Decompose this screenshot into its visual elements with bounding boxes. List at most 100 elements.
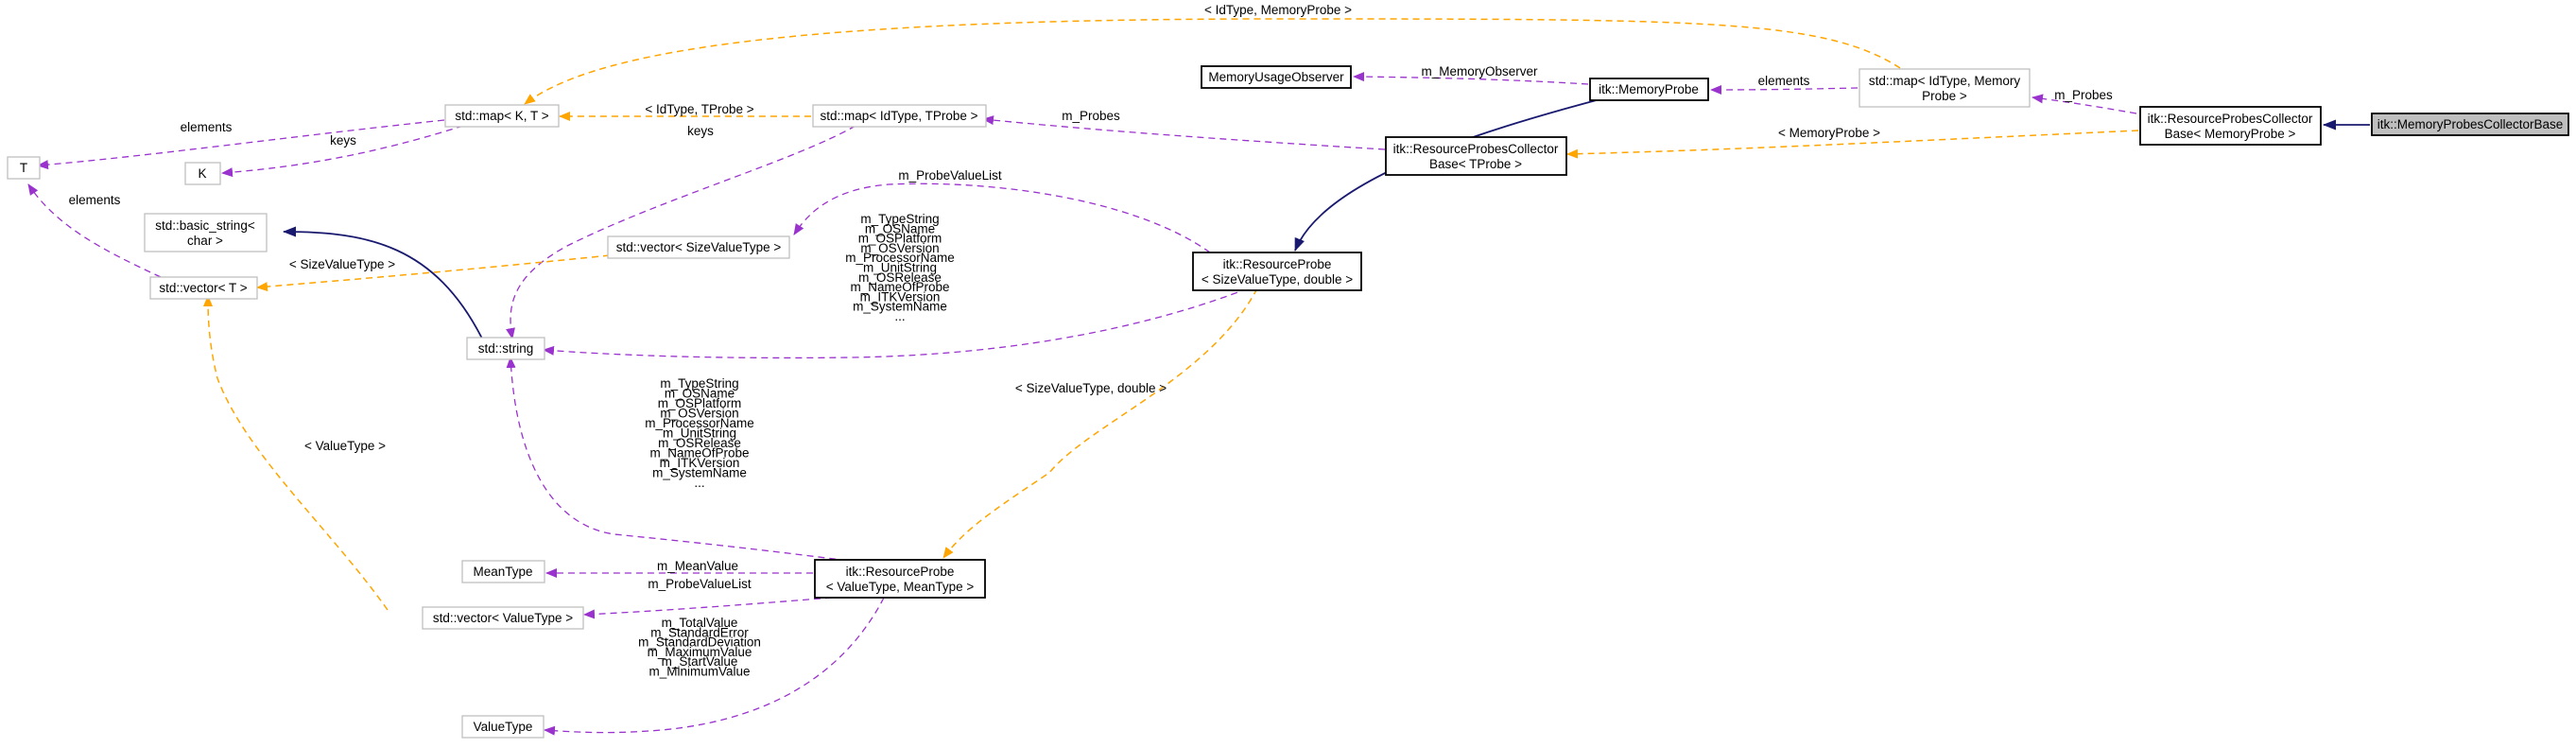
node-std-basic-string[interactable]: std::basic_string< char > <box>144 213 268 252</box>
label-elements-vector-to-T: elements <box>69 193 121 207</box>
edge-memory-observer <box>1353 72 1589 85</box>
edge-m-probes-top <box>2031 94 2137 114</box>
label-rp-size-strings-line: m_SystemName <box>853 300 947 314</box>
node-itk-RPC-MemoryProbe-label-2: Base< MemoryProbe > <box>2165 127 2296 141</box>
edge-keys-map-to-string <box>506 125 856 339</box>
node-itk-RP-SizeValueType-label-2: < SizeValueType, double > <box>1202 272 1353 287</box>
label-rp-value-strings-line: m_ITKVersion <box>660 456 740 470</box>
node-std-map-K-T-label: std::map< K, T > <box>455 109 548 123</box>
label-sizevaluetype-template: < SizeValueType > <box>289 257 395 271</box>
node-itk-ResourceProbe-ValueType-MeanType[interactable]: itk::ResourceProbe < ValueType, MeanType… <box>814 559 986 599</box>
label-rp-size-strings-line: m_UnitString <box>863 261 937 275</box>
label-rp-value-strings-line: m_OSVersion <box>660 407 738 421</box>
edge-inherit-string <box>283 226 483 339</box>
label-rp-size-strings-line: m_ProcessorName <box>845 251 955 265</box>
node-itk-RPC-TProbe-label-2: Base< TProbe > <box>1429 157 1522 171</box>
edge-elements-map-to-memoryprobe <box>1710 84 1859 95</box>
label-rp-value-strings-line: m_ProcessorName <box>645 416 754 430</box>
node-std-map-IdType-MemoryProbe-label-2: Probe > <box>1922 89 1967 103</box>
node-std-vector-SizeValueType[interactable]: std::vector< SizeValueType > <box>607 235 790 259</box>
label-idtype-memoryprobe: < IdType, MemoryProbe > <box>1204 3 1352 17</box>
label-rp-value-strings-line: m_TypeString <box>660 376 738 391</box>
label-rp-value-members: m_TotalValuem_StandardErrorm_StandardDev… <box>638 616 761 679</box>
label-rp-size-strings-line: m_OSName <box>865 221 935 235</box>
label-rp-size-strings-line: m_OSRelease <box>858 270 942 285</box>
label-rp-value-strings-line: ... <box>694 476 704 490</box>
label-valuetype-template: < ValueType > <box>304 439 386 453</box>
edge-labels: < IdType, MemoryProbe > elements keys < … <box>69 3 2113 679</box>
node-MeanType-label: MeanType <box>473 565 532 579</box>
label-rp-value-strings-line: m_SystemName <box>652 466 747 480</box>
label-m-probes-top: m_Probes <box>2054 88 2113 102</box>
node-std-map-IdType-MemoryProbe[interactable]: std::map< IdType, Memory Probe > <box>1859 68 2031 108</box>
node-std-vector-ValueType-label: std::vector< ValueType > <box>433 611 573 625</box>
edges <box>27 18 2370 736</box>
edge-rp-size-strings <box>543 287 1249 359</box>
label-rp-value-members-line: m_MaximumValue <box>648 645 752 659</box>
node-itk-ResourceProbesCollectorBase-MemoryProbe[interactable]: itk::ResourceProbesCollector Base< Memor… <box>2139 106 2322 146</box>
edge-template-sizevaluetype <box>256 254 611 292</box>
label-sizevaluetype-double: < SizeValueType, double > <box>1015 381 1167 395</box>
node-itk-ResourceProbesCollectorBase-TProbe[interactable]: itk::ResourceProbesCollector Base< TProb… <box>1385 136 1567 176</box>
node-K[interactable]: K <box>184 162 221 185</box>
label-rp-value-strings-line: m_OSPlatform <box>658 396 742 410</box>
label-rp-size-strings-line: m_OSPlatform <box>858 232 942 246</box>
label-rp-value-strings-line: m_UnitString <box>663 426 736 441</box>
edge-rp-value-members <box>544 597 885 736</box>
edge-template-sizevaluetype-double <box>942 287 1258 559</box>
node-std-string[interactable]: std::string <box>466 337 545 360</box>
label-m-meanvalue: m_MeanValue <box>657 559 738 573</box>
node-ValueType[interactable]: ValueType <box>461 715 545 739</box>
label-rp-value-members-line: m_StartValue <box>662 654 738 669</box>
node-itk-ResourceProbe-SizeValueType-double[interactable]: itk::ResourceProbe < SizeValueType, doub… <box>1192 252 1362 291</box>
node-std-vector-T[interactable]: std::vector< T > <box>149 276 258 300</box>
label-elements-map-to-memoryprobe: elements <box>1758 74 1810 88</box>
node-itk-MemoryProbe-label: itk::MemoryProbe <box>1599 82 1699 96</box>
label-rp-size-strings-line: m_TypeString <box>860 212 939 226</box>
label-rp-size-strings: m_TypeStringm_OSNamem_OSPlatformm_OSVers… <box>845 212 955 323</box>
node-std-vector-ValueType[interactable]: std::vector< ValueType > <box>422 606 584 630</box>
node-itk-RP-ValueType-label-2: < ValueType, MeanType > <box>826 580 975 594</box>
label-rp-value-members-line: m_StandardDeviation <box>638 635 761 650</box>
edge-m-probevaluelist-bottom <box>583 597 833 619</box>
label-idtype-tprobe: < IdType, TProbe > <box>645 102 753 116</box>
label-rp-size-strings-line: m_NameOfProbe <box>850 280 949 294</box>
label-rp-size-strings-line: m_ITKVersion <box>860 289 941 304</box>
node-std-basic-string-label-1: std::basic_string< <box>155 218 255 233</box>
edge-keys-map-to-K <box>221 125 464 178</box>
label-keys-map-to-K: keys <box>330 133 356 148</box>
label-m-probevaluelist-bottom: m_ProbeValueList <box>648 577 752 591</box>
node-std-string-label: std::string <box>478 341 534 356</box>
label-rp-value-members-line: m_StandardError <box>650 625 749 639</box>
node-MeanType[interactable]: MeanType <box>461 560 545 583</box>
label-m-probes-mid: m_Probes <box>1062 109 1120 123</box>
node-itk-RP-SizeValueType-label-1: itk::ResourceProbe <box>1223 257 1332 271</box>
node-T[interactable]: T <box>7 156 41 180</box>
node-MemoryUsageObserver[interactable]: MemoryUsageObserver <box>1201 65 1352 89</box>
node-std-map-IdType-MemoryProbe-label-1: std::map< IdType, Memory <box>1869 74 2020 88</box>
node-std-vector-T-label: std::vector< T > <box>159 281 247 295</box>
label-rp-value-strings: m_TypeStringm_OSNamem_OSPlatformm_OSVers… <box>645 376 754 490</box>
node-itk-MemoryProbe[interactable]: itk::MemoryProbe <box>1589 78 1709 101</box>
edge-m-probevaluelist-top <box>793 183 1211 253</box>
node-K-label: K <box>198 166 206 181</box>
node-std-vector-SizeValueType-label: std::vector< SizeValueType > <box>616 240 782 254</box>
node-itk-MemoryProbesCollectorBase[interactable]: itk::MemoryProbesCollectorBase <box>2371 113 2569 136</box>
edge-elements-map-to-T <box>37 119 445 170</box>
node-std-map-IdType-TProbe[interactable]: std::map< IdType, TProbe > <box>812 104 987 128</box>
label-rp-value-members-line: m_TotalValue <box>662 616 738 630</box>
edge-template-memoryprobe <box>1566 130 2139 159</box>
node-std-map-K-T[interactable]: std::map< K, T > <box>444 104 560 128</box>
edge-template-valuetype <box>203 295 389 611</box>
label-elements-map-to-T: elements <box>181 120 233 134</box>
label-rp-size-strings-line: ... <box>894 309 905 323</box>
edge-m-probes-mid <box>982 115 1386 150</box>
node-MemoryUsageObserver-label: MemoryUsageObserver <box>1208 70 1344 84</box>
node-ValueType-label: ValueType <box>474 720 533 734</box>
label-memory-observer: m_MemoryObserver <box>1421 64 1538 78</box>
node-itk-RP-ValueType-label-1: itk::ResourceProbe <box>846 565 955 579</box>
node-std-basic-string-label-2: char > <box>187 234 223 248</box>
nodes: T K std::map< K, T > std::map< IdType, T… <box>7 65 2569 739</box>
label-rp-value-strings-line: m_OSName <box>665 387 735 401</box>
